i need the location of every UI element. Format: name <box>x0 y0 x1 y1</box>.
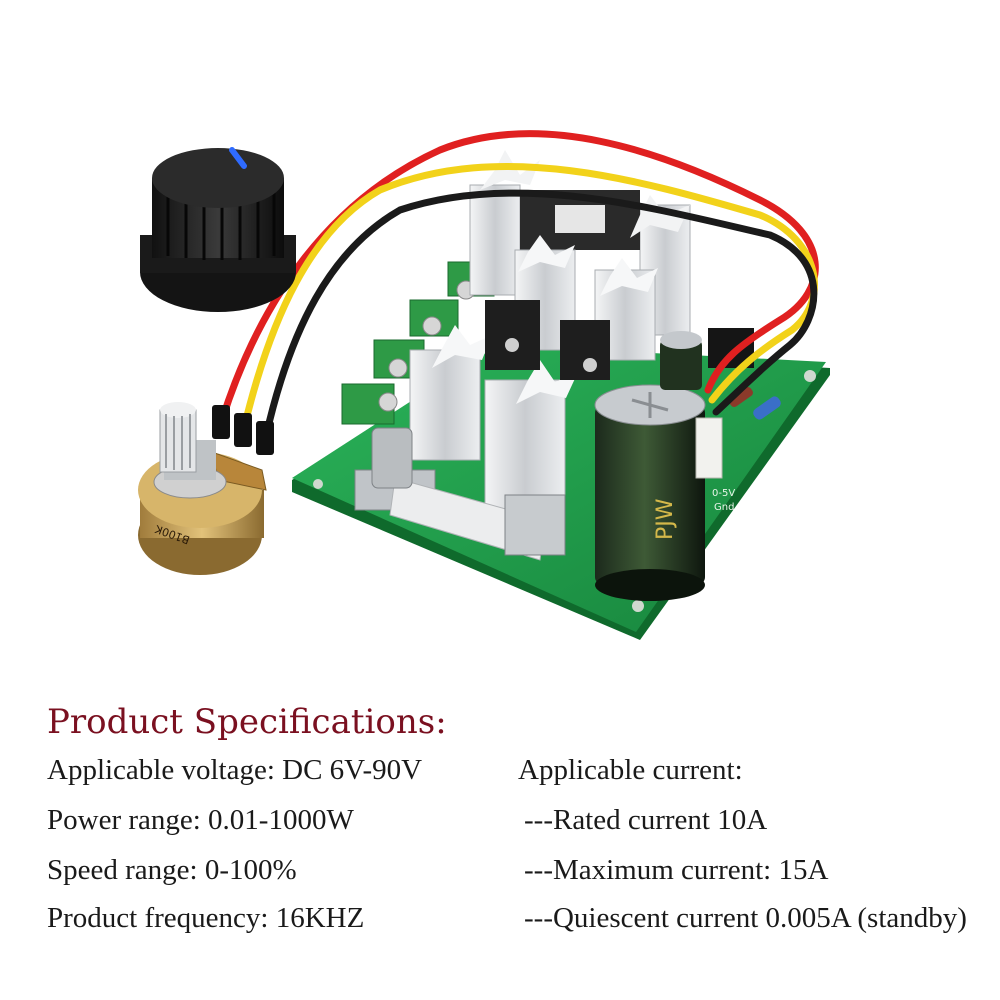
capacitor-large: PJW <box>594 384 706 601</box>
wire-harness <box>212 130 819 455</box>
spec-applicable-current-heading: Applicable current: <box>518 754 743 786</box>
specs-title: Product Specifications: <box>47 702 447 742</box>
header-connector <box>695 417 723 479</box>
spec-power-range: Power range: 0.01-1000W <box>47 804 354 836</box>
spec-speed-range: Speed range: 0-100% <box>47 854 297 886</box>
potentiometer: B100K <box>138 402 267 575</box>
capacitor-small <box>660 331 702 390</box>
product-photo: 0-5V Gnd <box>138 130 830 640</box>
spec-rated-current: ---Rated current 10A <box>524 804 768 836</box>
pin-label-0-5v: 0-5V <box>712 488 735 499</box>
knob-indicator-mark <box>229 147 247 169</box>
fuse <box>354 427 566 561</box>
pin-label-gnd: Gnd <box>714 502 734 513</box>
diode <box>729 387 753 407</box>
capacitor-marking: PJW <box>653 498 678 540</box>
knob-cap <box>140 147 296 312</box>
resistor <box>753 396 781 420</box>
spec-quiescent-current: ---Quiescent current 0.005A (standby) <box>524 902 967 934</box>
spec-maximum-current: ---Maximum current: 15A <box>524 854 829 886</box>
product-specifications: Product Specifications: Applicable volta… <box>0 690 1000 990</box>
spec-applicable-voltage: Applicable voltage: DC 6V-90V <box>47 754 423 786</box>
spec-product-frequency: Product frequency: 16KHZ <box>47 902 365 934</box>
